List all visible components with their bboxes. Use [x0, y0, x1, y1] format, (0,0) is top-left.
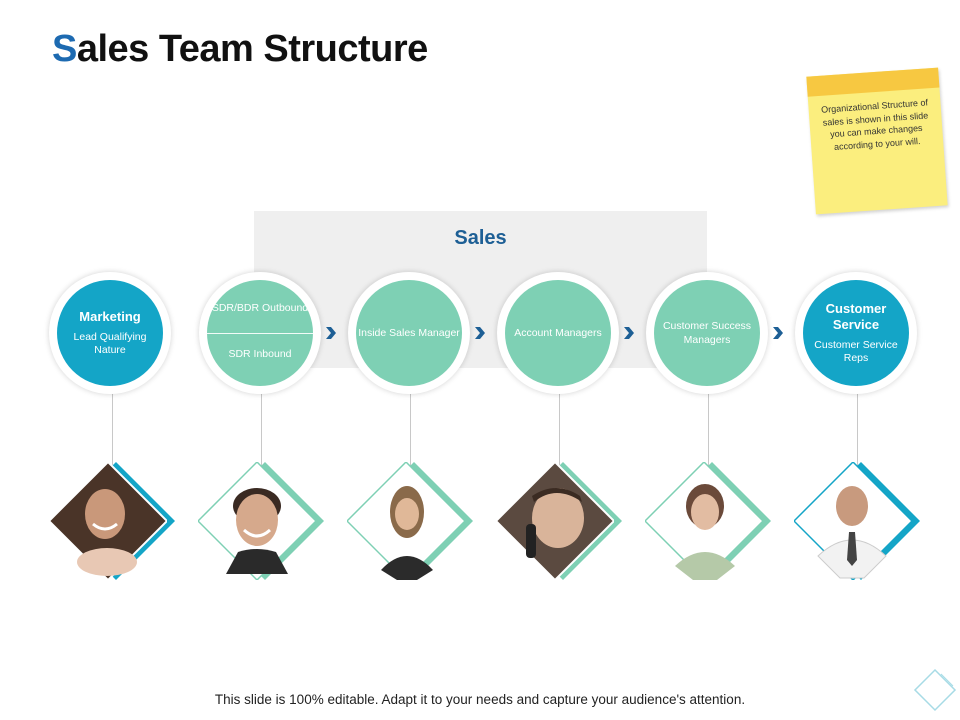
sales-label: Sales: [454, 227, 507, 249]
woman-curly-hair-photo: [49, 462, 175, 588]
stage-title: Customer Service: [825, 301, 887, 332]
chevron-right-icon: [326, 327, 336, 339]
diamond-corner-icon: [913, 668, 957, 712]
stage-label: Customer Success Managers: [662, 320, 752, 346]
chevron-right-icon: [773, 327, 783, 339]
stage-customer-success: Customer Success Managers: [646, 272, 768, 394]
stage-account-managers: Account Managers: [497, 272, 619, 394]
man-on-phone-photo: [496, 462, 622, 588]
stage-inbound-label: SDR Inbound: [228, 348, 292, 360]
stage-inside-sales: Inside Sales Manager: [348, 272, 470, 394]
chevron-right-icon: [624, 327, 634, 339]
connector-line: [559, 394, 560, 472]
title-rest: ales Team Structure: [76, 28, 428, 70]
slide-title: Sales Team Structure: [52, 28, 428, 71]
stage-sdr: SDR/BDR Outbound SDR Inbound: [199, 272, 321, 394]
young-woman-photo: [347, 462, 473, 588]
connector-line: [261, 394, 262, 472]
stage-title: Marketing: [79, 309, 141, 324]
stage-disc: Customer Service Customer Service Reps: [803, 280, 909, 386]
connector-line: [857, 394, 858, 472]
man-with-tie-photo: [794, 462, 920, 588]
chevron-right-icon: [475, 327, 485, 339]
title-first-letter: S: [52, 28, 77, 70]
connector-line: [410, 394, 411, 472]
sticky-note: Organizational Structure of sales is sho…: [806, 67, 948, 215]
stage-label: Inside Sales Manager: [358, 327, 460, 339]
stage-disc: SDR/BDR Outbound SDR Inbound: [207, 280, 313, 386]
connector-line: [708, 394, 709, 472]
stage-subtitle: Lead Qualifying Nature: [73, 331, 147, 356]
stage-divider: [207, 333, 313, 334]
stage-subtitle: Customer Service Reps: [814, 339, 898, 364]
sales-group-box: Sales: [254, 211, 707, 368]
stage-disc: Customer Success Managers: [654, 280, 760, 386]
stage-label: Account Managers: [514, 327, 602, 339]
stage-customer-service: Customer Service Customer Service Reps: [795, 272, 917, 394]
stage-outbound-label: SDR/BDR Outbound: [211, 302, 309, 314]
connector-line: [112, 394, 113, 472]
smiling-man-photo: [198, 462, 324, 588]
sticky-note-text: Organizational Structure of sales is sho…: [820, 97, 929, 152]
stage-disc: Inside Sales Manager: [356, 280, 462, 386]
stage-marketing: Marketing Lead Qualifying Nature: [49, 272, 171, 394]
stage-disc: Account Managers: [505, 280, 611, 386]
older-woman-photo: [645, 462, 771, 588]
footer-caption: This slide is 100% editable. Adapt it to…: [214, 692, 746, 707]
stage-disc: Marketing Lead Qualifying Nature: [57, 280, 163, 386]
